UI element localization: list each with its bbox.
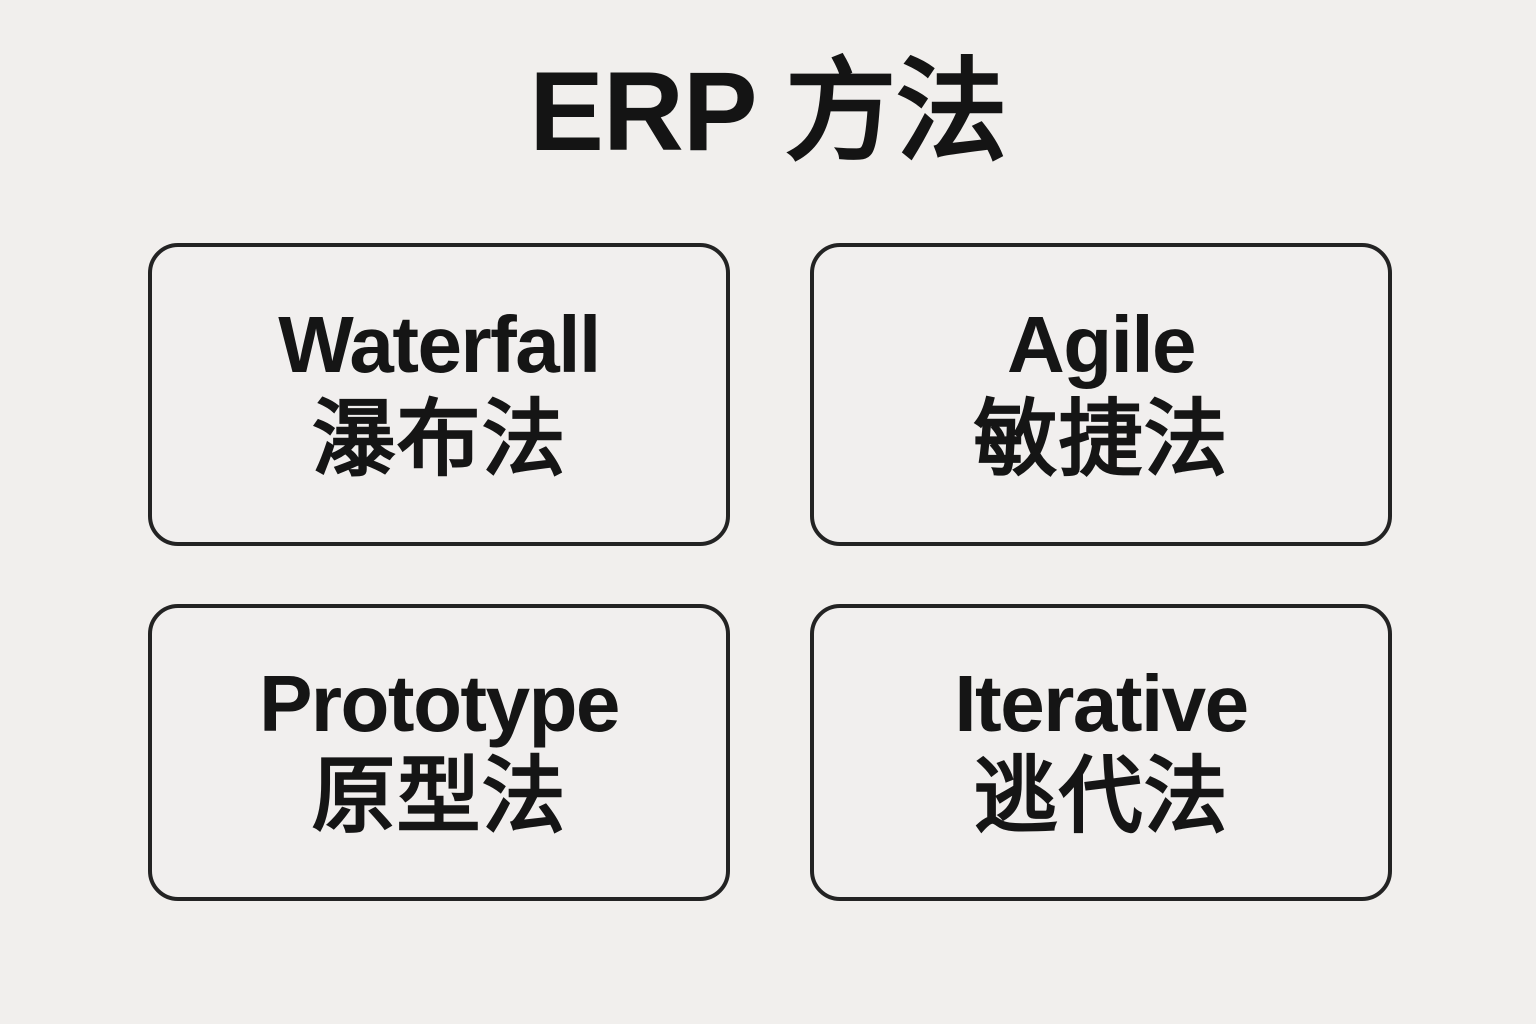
- method-card-title-zh: 敏捷法: [973, 391, 1229, 486]
- method-card-iterative[interactable]: Iterative 逃代法: [810, 604, 1392, 901]
- method-card-title-en: Agile: [1006, 299, 1197, 389]
- method-card-title-zh: 原型法: [311, 748, 567, 843]
- method-card-title-en: Iterative: [954, 658, 1249, 748]
- method-card-title-en: Prototype: [259, 658, 620, 748]
- method-card-title-zh: 瀑布法: [311, 391, 567, 486]
- method-card-title-zh: 逃代法: [973, 748, 1229, 843]
- page-title: ERP 方法: [529, 49, 1007, 174]
- method-card-agile[interactable]: Agile 敏捷法: [810, 243, 1392, 546]
- method-card-title-en: Waterfall: [278, 299, 601, 389]
- method-card-grid: Waterfall 瀑布法 Agile 敏捷法 Prototype 原型法 It…: [148, 243, 1392, 901]
- method-card-prototype[interactable]: Prototype 原型法: [148, 604, 730, 901]
- method-card-waterfall[interactable]: Waterfall 瀑布法: [148, 243, 730, 546]
